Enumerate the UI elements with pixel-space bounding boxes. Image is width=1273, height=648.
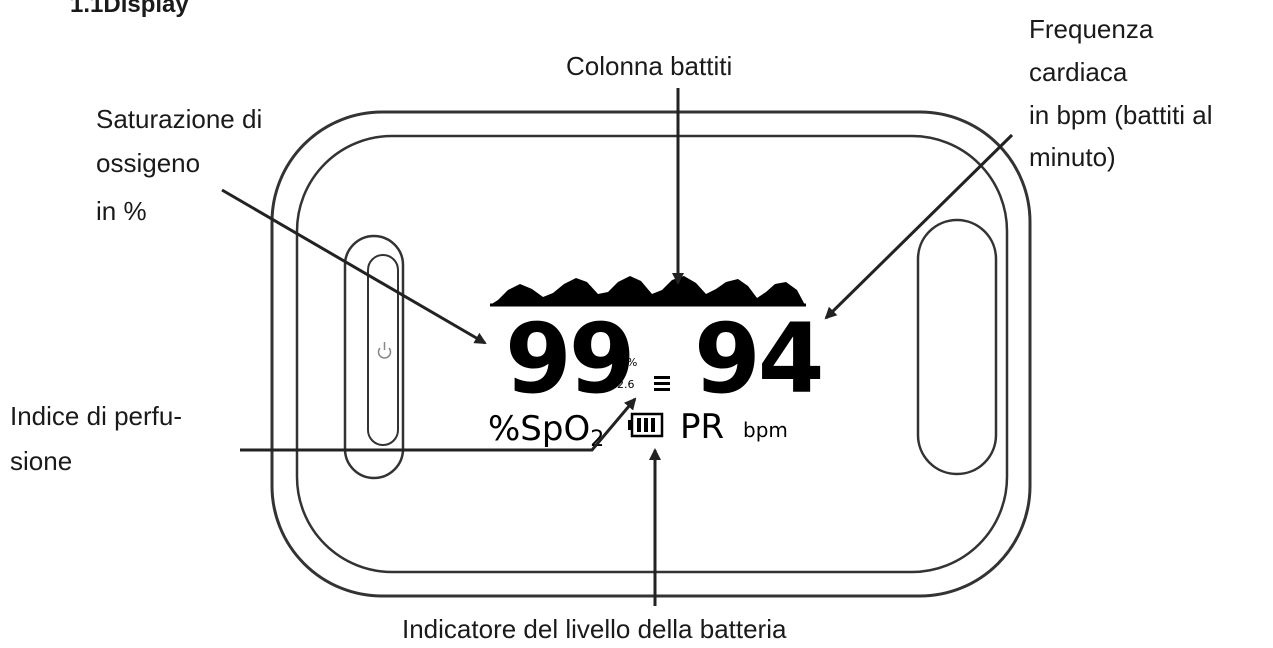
pr-callout-line-4: minuto) <box>1029 142 1116 172</box>
power-icon <box>377 342 392 359</box>
power-button[interactable] <box>367 254 399 446</box>
perfusion-callout-line-2: sione <box>10 446 72 476</box>
spo2-unit: %SpO2 <box>488 409 604 452</box>
spo2-callout-line-2: ossigeno <box>96 148 200 178</box>
section-heading: 1.1Display <box>70 0 189 18</box>
pi-value: 2.6 <box>617 378 635 391</box>
oximeter-screen: 99 94 PI% 2.6 %SpO2 PR bpm <box>488 276 825 452</box>
device-inner-outline <box>295 134 1009 574</box>
perfusion-callout-line-1: Indice di perfu- <box>10 401 182 431</box>
pulse-rate-value: 94 <box>694 303 822 415</box>
perfusion-bars-icon <box>654 376 670 391</box>
pr-arrow <box>824 133 1014 320</box>
device-outer-outline <box>270 110 1032 598</box>
battery-callout-label: Indicatore del livello della batteria <box>402 614 787 644</box>
pleth-callout-label: Colonna battiti <box>566 51 732 81</box>
spo2-arrow <box>221 188 487 345</box>
right-slot <box>916 218 998 476</box>
left-button-slot <box>343 234 405 480</box>
bpm-label: bpm <box>743 418 788 442</box>
spo2-callout-line-3: in % <box>96 196 147 226</box>
pr-callout-line-3: in bpm (battiti al <box>1029 100 1213 130</box>
pr-callout-line-2: cardiaca <box>1029 57 1128 87</box>
callout-arrows <box>221 88 1014 606</box>
battery-icon <box>628 412 664 438</box>
pleth-waveform <box>490 276 805 305</box>
spo2-value: 99 <box>505 303 633 415</box>
pr-label: PR <box>680 407 724 447</box>
perfusion-arrow <box>240 397 637 452</box>
spo2-callout-line-1: Saturazione di <box>96 104 262 134</box>
pr-callout-line-1: Frequenza <box>1029 14 1154 44</box>
pi-label: PI% <box>617 356 637 369</box>
oximeter-device <box>270 110 1032 598</box>
